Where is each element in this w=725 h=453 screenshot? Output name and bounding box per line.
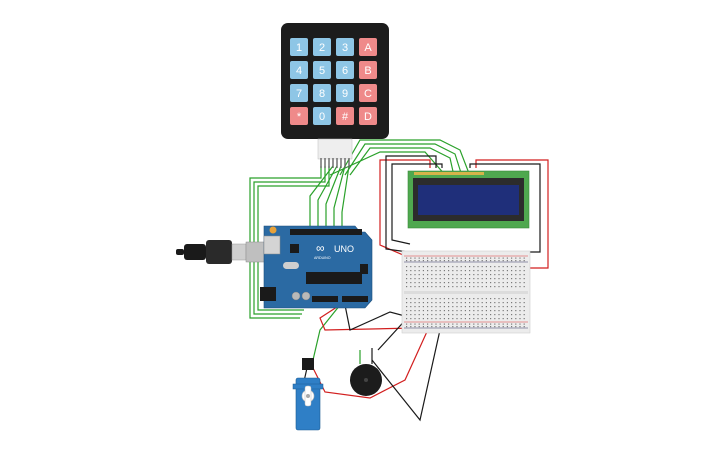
keypad-key[interactable] bbox=[336, 38, 354, 56]
breadboard[interactable] bbox=[401, 250, 531, 334]
keypad-ribbon bbox=[317, 138, 353, 160]
piezo-buzzer[interactable] bbox=[350, 348, 382, 396]
keypad-key[interactable] bbox=[336, 84, 354, 102]
keypad-key[interactable] bbox=[336, 61, 354, 79]
keypad-key-label: B bbox=[364, 65, 371, 77]
keypad-key-label: 8 bbox=[319, 88, 325, 100]
atmega-chip bbox=[306, 272, 362, 284]
keypad-pins bbox=[320, 158, 350, 168]
keypad-key[interactable] bbox=[313, 61, 331, 79]
keypad-key-label: * bbox=[297, 111, 302, 123]
arduino-brand-label: ARDUINO bbox=[314, 256, 331, 260]
keypad-key[interactable] bbox=[359, 61, 377, 79]
keypad-key[interactable] bbox=[290, 107, 308, 125]
power-header bbox=[312, 296, 338, 302]
servo-motor[interactable] bbox=[292, 358, 324, 431]
keypad-key-label: D bbox=[364, 111, 372, 123]
keypad-key-label: A bbox=[364, 42, 372, 54]
keypad-keys: 1 2 3 A 4 5 6 B 7 8 9 C * 0 # D bbox=[290, 38, 377, 125]
keypad-wires bbox=[249, 139, 471, 361]
keypad-key[interactable] bbox=[359, 84, 377, 102]
crystal bbox=[283, 262, 299, 269]
keypad-key-label: C bbox=[364, 88, 372, 100]
keypad-key[interactable] bbox=[313, 84, 331, 102]
keypad-key[interactable] bbox=[359, 38, 377, 56]
keypad-key[interactable] bbox=[313, 38, 331, 56]
keypad-key-label: 5 bbox=[319, 65, 325, 77]
usb-cable bbox=[176, 240, 267, 264]
breadboard-holes bbox=[406, 257, 525, 328]
keypad-key-label: 6 bbox=[342, 65, 348, 77]
keypad-key[interactable] bbox=[290, 61, 308, 79]
keypad-key[interactable] bbox=[359, 107, 377, 125]
lcd-display[interactable] bbox=[407, 170, 530, 229]
arduino-uno-board[interactable]: ∞ UNO ARDUINO bbox=[260, 225, 373, 309]
analog-header bbox=[342, 296, 368, 302]
digital-header bbox=[290, 229, 362, 235]
keypad-key[interactable] bbox=[290, 84, 308, 102]
keypad-key-label: 0 bbox=[319, 111, 325, 123]
keypad-key-label: 1 bbox=[296, 42, 302, 54]
keypad-key-label: 2 bbox=[319, 42, 325, 54]
keypad-key-label: # bbox=[342, 111, 349, 123]
power-jack bbox=[260, 287, 276, 301]
usb-port bbox=[263, 235, 281, 255]
reset-button[interactable] bbox=[269, 226, 277, 234]
keypad-key[interactable] bbox=[313, 107, 331, 125]
keypad-key[interactable] bbox=[290, 38, 308, 56]
keypad-key-label: 3 bbox=[342, 42, 348, 54]
arduino-logo: ∞ bbox=[316, 241, 325, 255]
arduino-model-label: UNO bbox=[334, 244, 354, 254]
lcd-screen bbox=[418, 185, 519, 215]
keypad[interactable]: 1 2 3 A 4 5 6 B 7 8 9 C * 0 # D bbox=[281, 23, 389, 168]
keypad-key-label: 9 bbox=[342, 88, 348, 100]
keypad-key-label: 7 bbox=[296, 88, 302, 100]
keypad-key-label: 4 bbox=[296, 65, 302, 77]
keypad-key[interactable] bbox=[336, 107, 354, 125]
lcd-pin-header bbox=[414, 172, 484, 175]
